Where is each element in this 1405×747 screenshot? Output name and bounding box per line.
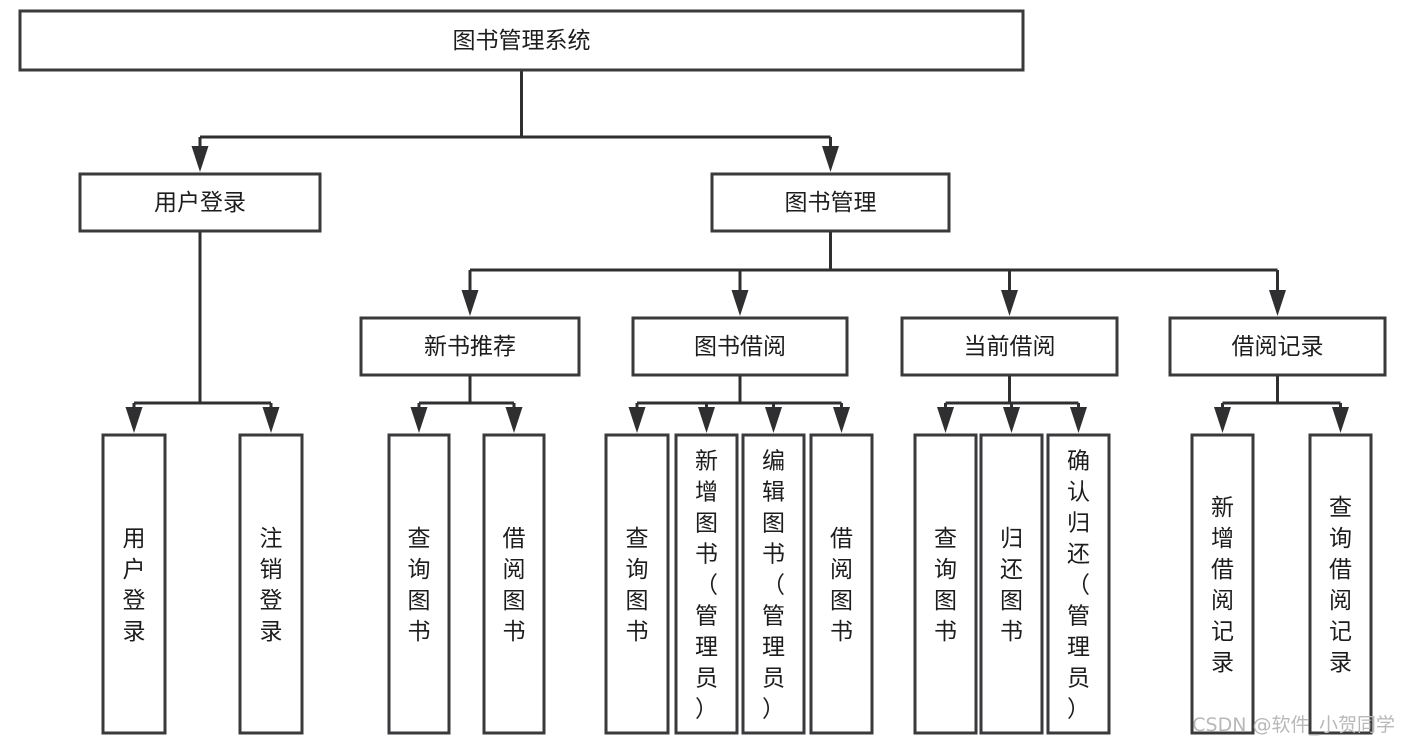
node-box[interactable] [913,433,978,735]
node-leaf-query-record[interactable]: 查询借阅记录 [1308,433,1373,735]
arrowhead-icon [1332,407,1349,433]
node-label: 新增图书（管理员） [695,449,718,723]
node-box[interactable] [900,316,1119,377]
node-label: 用户登录 [123,526,146,645]
connector-root [191,70,839,172]
node-leaf-add-record[interactable]: 新增借阅记录 [1190,433,1255,735]
node-box[interactable] [482,433,546,735]
connector-new-book-recommend [410,375,523,433]
node-box[interactable] [1046,433,1111,735]
node-current-borrow[interactable]: 当前借阅 [900,316,1119,377]
arrowhead-icon [125,407,143,433]
arrowhead-icon [1001,290,1018,316]
node-leaf-user-login[interactable]: 用户登录 [101,433,167,735]
node-box[interactable] [979,433,1044,735]
node-leaf-confirm-return[interactable]: 确认归还（管理员） [1046,433,1111,735]
arrowhead-icon [628,407,646,433]
node-box[interactable] [1308,433,1373,735]
node-label: 借阅图书 [830,526,853,645]
arrowhead-icon [731,290,749,316]
node-label: 图书管理 [785,190,877,216]
node-label: 确认归还（管理员） [1067,449,1090,723]
node-box[interactable] [809,433,874,735]
node-label: 归还图书 [1000,526,1023,645]
node-leaf-query-book-2[interactable]: 查询图书 [604,433,670,735]
node-label: 查询借阅记录 [1329,495,1352,676]
node-leaf-borrow-book-2[interactable]: 借阅图书 [809,433,874,735]
node-box[interactable] [674,433,739,735]
node-label: 查询图书 [626,526,649,645]
node-label: 图书借阅 [694,334,786,360]
node-label: 查询图书 [934,526,957,645]
node-label: 借阅图书 [503,526,526,645]
node-box[interactable] [359,316,581,377]
node-borrow-record[interactable]: 借阅记录 [1168,316,1387,377]
connector-borrow-record [1214,375,1349,433]
connector-book-borrow [628,375,850,433]
node-box[interactable] [631,316,849,377]
node-label: 新书推荐 [424,334,516,360]
node-box[interactable] [18,9,1025,72]
node-book-borrow[interactable]: 图书借阅 [631,316,849,377]
arrowhead-icon [191,146,209,172]
connector-user-login [125,231,280,433]
node-box[interactable] [710,172,951,233]
node-box[interactable] [1168,316,1387,377]
node-label: 图书管理系统 [453,28,591,54]
node-box[interactable] [238,433,304,735]
node-label: 编辑图书（管理员） [762,449,785,723]
arrowhead-icon [765,407,782,433]
node-label: 注销登录 [260,526,283,645]
node-book-manage[interactable]: 图书管理 [710,172,951,233]
node-leaf-borrow-book-1[interactable]: 借阅图书 [482,433,546,735]
connector-layer [125,70,1349,433]
node-leaf-query-book-1[interactable]: 查询图书 [387,433,451,735]
node-leaf-add-book[interactable]: 新增图书（管理员） [674,433,739,735]
node-layer: 图书管理系统用户登录图书管理新书推荐图书借阅当前借阅借阅记录用户登录注销登录查询… [18,9,1387,735]
node-leaf-user-logout[interactable]: 注销登录 [238,433,304,735]
node-box[interactable] [101,433,167,735]
node-box[interactable] [604,433,670,735]
connector-book-manage [461,231,1286,316]
arrowhead-icon [1070,407,1087,433]
node-label: 借阅记录 [1232,334,1324,360]
node-label: 当前借阅 [964,334,1056,360]
arrowhead-icon [833,407,850,433]
node-box[interactable] [1190,433,1255,735]
arrowhead-icon [1003,407,1020,433]
arrowhead-icon [1214,407,1231,433]
node-label: 查询图书 [408,526,431,645]
node-leaf-query-book-3[interactable]: 查询图书 [913,433,978,735]
node-user-login[interactable]: 用户登录 [78,172,322,233]
arrowhead-icon [698,407,715,433]
node-box[interactable] [387,433,451,735]
arrowhead-icon [461,290,479,316]
node-label: 用户登录 [154,190,246,216]
node-box[interactable] [78,172,322,233]
arrowhead-icon [822,146,839,172]
node-new-book-recommend[interactable]: 新书推荐 [359,316,581,377]
node-root[interactable]: 图书管理系统 [18,9,1025,72]
arrowhead-icon [262,407,280,433]
node-leaf-edit-book[interactable]: 编辑图书（管理员） [741,433,806,735]
node-label: 新增借阅记录 [1211,495,1234,676]
arrowhead-icon [410,407,428,433]
node-box[interactable] [741,433,806,735]
connector-current-borrow [937,375,1087,433]
arrowhead-icon [1269,290,1286,316]
watermark-label: CSDN @软件_小贺同学 [1192,714,1395,736]
arrowhead-icon [937,407,954,433]
arrowhead-icon [505,407,523,433]
node-leaf-return-book[interactable]: 归还图书 [979,433,1044,735]
